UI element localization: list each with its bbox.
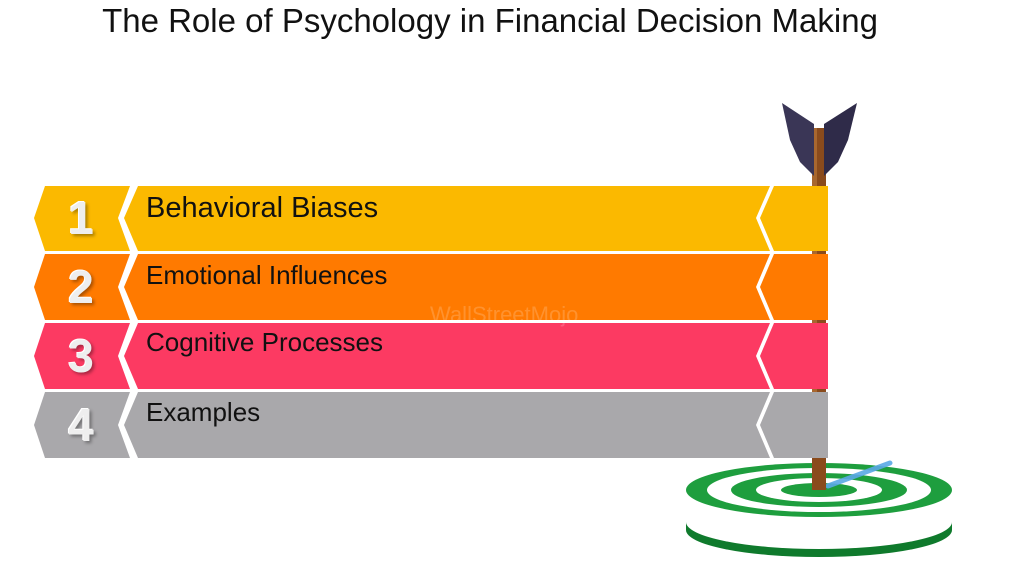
item-number-2: 2 xyxy=(68,261,94,313)
watermark: WallStreetMojo xyxy=(430,302,579,327)
item-label-4: Examples xyxy=(146,397,261,427)
item-number-3: 3 xyxy=(68,330,94,382)
item-number-4: 4 xyxy=(68,399,94,451)
item-label-1: Behavioral Biases xyxy=(146,192,379,224)
banner-row-1 xyxy=(34,186,828,251)
banner-end-3 xyxy=(760,323,828,389)
banner-body-2 xyxy=(124,254,770,320)
arrow-fletching-left xyxy=(782,103,814,176)
number-tab-2 xyxy=(34,254,130,320)
banner-body-3 xyxy=(124,323,770,389)
banner-body-4 xyxy=(124,392,770,458)
item-label-2: Emotional Influences xyxy=(146,260,388,290)
banner-row-2 xyxy=(34,254,828,320)
number-tab-1 xyxy=(34,186,130,251)
arrow-shadow xyxy=(825,460,893,489)
banner-end-1 xyxy=(760,186,828,251)
banner-row-3 xyxy=(34,323,828,389)
target-board xyxy=(686,458,952,557)
page-title: The Role of Psychology in Financial Deci… xyxy=(102,2,878,39)
item-number-1: 1 xyxy=(68,192,94,244)
banner-end-2 xyxy=(760,254,828,320)
arrow-fletching-right xyxy=(824,103,857,176)
banner-end-4 xyxy=(760,392,828,458)
banner-row-4 xyxy=(34,392,828,458)
banner-body-1 xyxy=(124,186,770,251)
number-tab-3 xyxy=(34,323,130,389)
item-label-3: Cognitive Processes xyxy=(146,327,383,357)
arrow-tip-in-target xyxy=(812,458,826,490)
number-tab-4 xyxy=(34,392,130,458)
